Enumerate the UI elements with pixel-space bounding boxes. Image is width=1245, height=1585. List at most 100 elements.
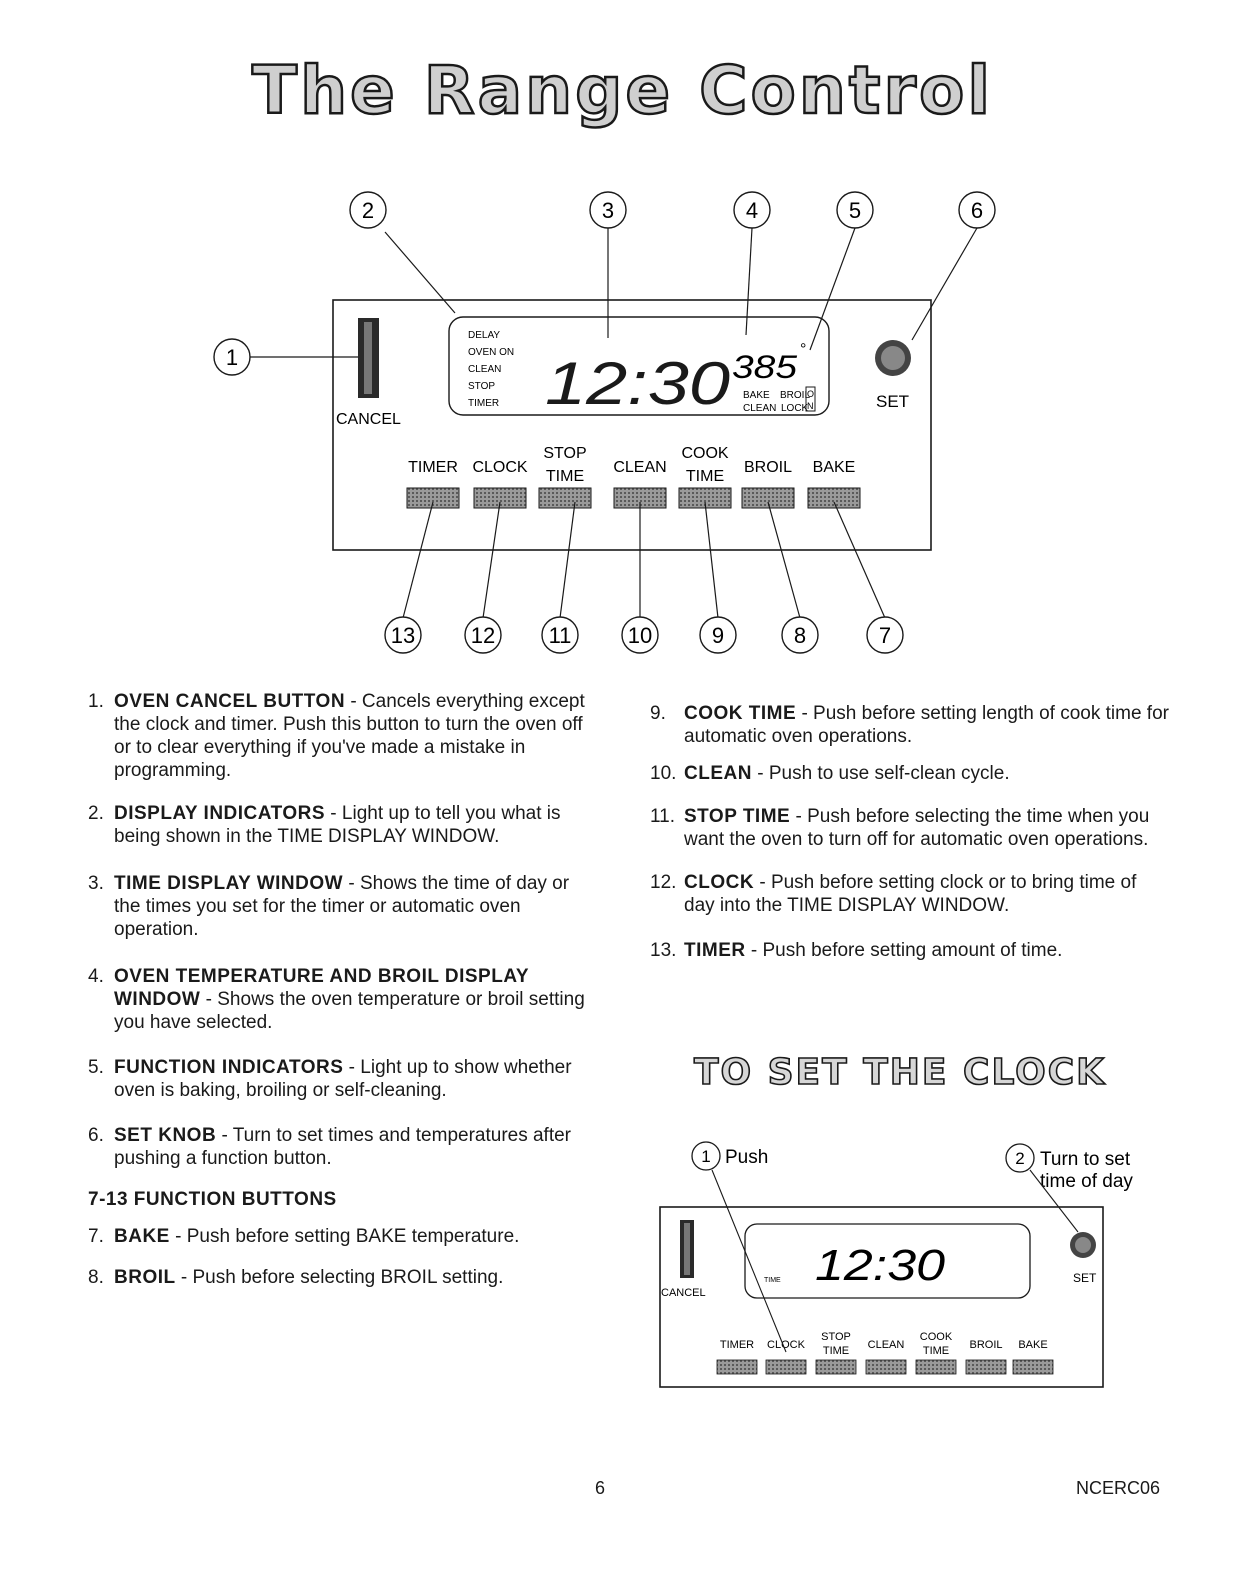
item-number: 8. bbox=[88, 1267, 104, 1288]
item-term: STOP TIME bbox=[684, 806, 791, 827]
function-button[interactable] bbox=[473, 487, 527, 509]
item-term: DISPLAY INDICATORS bbox=[114, 803, 326, 824]
degree-mark: ° bbox=[800, 341, 806, 358]
item-term: FUNCTION INDICATORS bbox=[114, 1057, 344, 1078]
function-buttons[interactable] bbox=[406, 487, 861, 509]
indicator-broil: BROIL bbox=[780, 390, 810, 401]
document-code: NCERC06 bbox=[1075, 1478, 1160, 1498]
step2-number: 2 bbox=[1015, 1149, 1024, 1168]
item-term: TIMER bbox=[684, 940, 746, 961]
callout-number: 8 bbox=[794, 623, 806, 648]
item-number: 9. bbox=[650, 703, 666, 724]
item-term: BROIL bbox=[114, 1267, 176, 1288]
function-button[interactable] bbox=[678, 487, 732, 509]
function-button[interactable] bbox=[406, 487, 460, 509]
item-text: - Shows the time of day or the times you… bbox=[114, 873, 570, 940]
clock-function-button[interactable] bbox=[716, 1359, 758, 1375]
clock-set-label: SET bbox=[1073, 1271, 1097, 1285]
item-text: - Push before selecting BROIL setting. bbox=[175, 1267, 504, 1288]
item-body: BAKE - Push before setting BAKE temperat… bbox=[114, 1225, 598, 1248]
callout-number: 1 bbox=[226, 345, 238, 370]
clock-function-button[interactable] bbox=[765, 1359, 807, 1375]
callout-number: 5 bbox=[849, 198, 861, 223]
item-body: DISPLAY INDICATORS - Light up to tell yo… bbox=[114, 802, 598, 848]
callout-number: 9 bbox=[712, 623, 724, 648]
item-number: 7. bbox=[88, 1226, 104, 1247]
callout-circle bbox=[733, 191, 771, 229]
description-item: 4.OVEN TEMPERATURE AND BROIL DISPLAY WIN… bbox=[88, 965, 598, 1034]
callout-circle bbox=[589, 191, 627, 229]
item-number: 10. bbox=[650, 763, 677, 784]
description-item: 13.TIMER - Push before setting amount of… bbox=[650, 939, 1170, 962]
cancel-label: CANCEL bbox=[336, 411, 401, 428]
clock-panel-outline bbox=[659, 1206, 1104, 1388]
item-body: CLEAN - Push to use self-clean cycle. bbox=[684, 762, 1170, 785]
function-button[interactable] bbox=[741, 487, 795, 509]
clock-button-label: TIMER bbox=[720, 1339, 754, 1351]
item-number: 2. bbox=[88, 803, 104, 824]
function-button[interactable] bbox=[538, 487, 592, 509]
callout-number: 3 bbox=[602, 198, 614, 223]
callout-circle bbox=[866, 616, 904, 654]
display-indicators: DELAY OVEN ON CLEAN STOP TIMER bbox=[468, 330, 514, 409]
item-term: TIME DISPLAY WINDOW bbox=[114, 873, 344, 894]
item-body: BROIL - Push before selecting BROIL sett… bbox=[114, 1266, 598, 1289]
page-title: The Range Control bbox=[251, 51, 993, 131]
clock-function-button[interactable] bbox=[1012, 1359, 1054, 1375]
item-number: 5. bbox=[88, 1057, 104, 1078]
item-body: SET KNOB - Turn to set times and tempera… bbox=[114, 1124, 598, 1170]
item-number: 4. bbox=[88, 966, 104, 987]
clock-buttons[interactable] bbox=[716, 1359, 1054, 1375]
right-descriptions: 9.COOK TIME - Push before setting length… bbox=[650, 702, 1170, 962]
callout-circle bbox=[349, 191, 387, 229]
description-item: 8. BROIL - Push before selecting BROIL se… bbox=[88, 1266, 598, 1289]
clock-leader-lines bbox=[711, 1169, 1079, 1353]
item-number: 3. bbox=[88, 873, 104, 894]
callout-number: 2 bbox=[362, 198, 374, 223]
left-descriptions: 1.OVEN CANCEL BUTTON - Cancels everythin… bbox=[88, 690, 598, 1289]
callout-number: 11 bbox=[549, 623, 572, 648]
item-text: - Push before setting length of cook tim… bbox=[684, 703, 1169, 747]
button-label: BROIL bbox=[744, 459, 792, 476]
function-indicators: BAKE BROIL CLEAN LOCK bbox=[743, 390, 810, 414]
clock-button-label: CLEAN bbox=[868, 1339, 905, 1351]
step2-text-line1: Turn to set bbox=[1040, 1149, 1131, 1170]
item-number: 12. bbox=[650, 872, 677, 893]
callout-number: 4 bbox=[746, 198, 758, 223]
callout-number: 10 bbox=[628, 623, 652, 648]
indicator-clean: CLEAN bbox=[468, 364, 501, 375]
clock-button-label: TIME bbox=[823, 1345, 849, 1357]
set-clock-diagram: 1 Push 2 Turn to set time of day CANCEL … bbox=[659, 1141, 1133, 1388]
indicator-clean-right: CLEAN bbox=[743, 403, 776, 414]
clock-function-button[interactable] bbox=[965, 1359, 1007, 1375]
indicator-timer: TIMER bbox=[468, 398, 499, 409]
callout-circle bbox=[958, 191, 996, 229]
item-number: 13. bbox=[650, 940, 677, 961]
clock-function-button[interactable] bbox=[815, 1359, 857, 1375]
item-body: STOP TIME - Push before selecting the ti… bbox=[684, 805, 1170, 851]
callout-number: 7 bbox=[879, 623, 891, 648]
clock-cancel-label: CANCEL bbox=[661, 1287, 706, 1299]
callout-circle bbox=[541, 616, 579, 654]
clock-function-button[interactable] bbox=[915, 1359, 957, 1375]
callout-circle bbox=[699, 616, 737, 654]
lock-letter-n: N bbox=[807, 401, 814, 411]
clock-time-label: TIME bbox=[764, 1277, 781, 1284]
clock-button-label: BROIL bbox=[969, 1339, 1002, 1351]
lock-letter-o: O bbox=[807, 389, 814, 399]
item-text: - Push before setting BAKE temperature. bbox=[169, 1226, 520, 1247]
item-text: - Light up to show whether oven is bakin… bbox=[114, 1057, 572, 1101]
callout-circle bbox=[384, 616, 422, 654]
button-label: CLEAN bbox=[613, 459, 666, 476]
range-control-diagram: CANCEL DELAY OVEN ON CLEAN STOP TIMER 1 2… bbox=[213, 191, 996, 654]
clock-time-digits: 12:30 bbox=[815, 1241, 946, 1290]
callout-circle bbox=[464, 616, 502, 654]
clock-button-label: BAKE bbox=[1018, 1339, 1047, 1351]
page-number: 6 bbox=[594, 1478, 605, 1498]
clock-button-label: TIME bbox=[923, 1345, 949, 1357]
function-button[interactable] bbox=[807, 487, 861, 509]
callout-number: 13 bbox=[391, 623, 415, 648]
item-text: - Push to use self-clean cycle. bbox=[751, 763, 1010, 784]
clock-function-button[interactable] bbox=[865, 1359, 907, 1375]
